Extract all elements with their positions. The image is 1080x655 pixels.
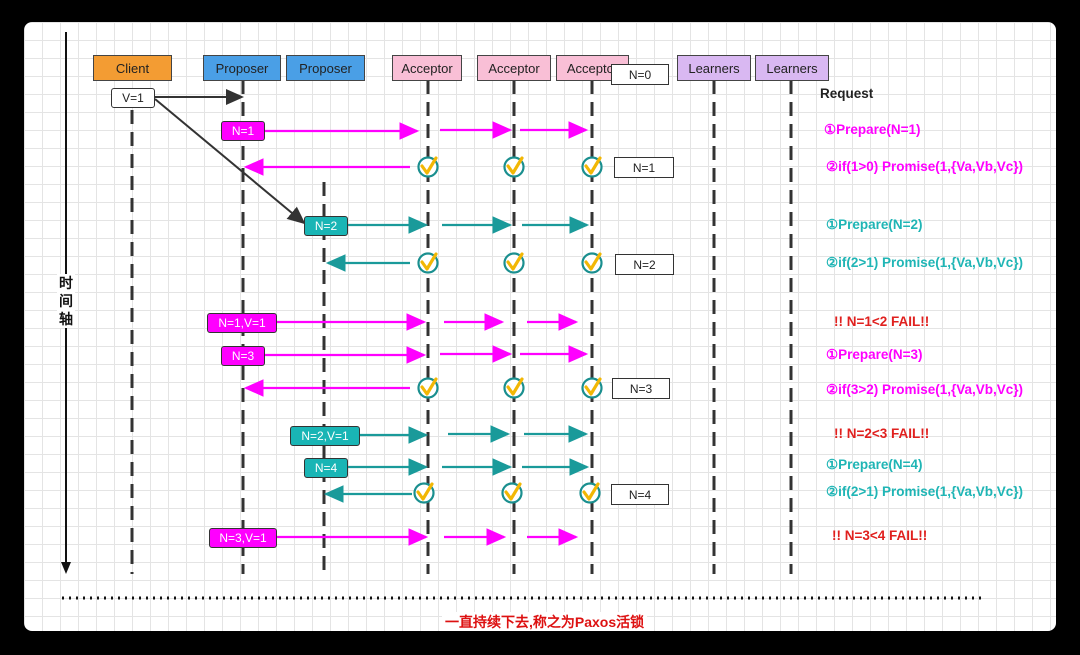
promise-check-icon (503, 252, 525, 274)
annotation-request: Request (820, 86, 874, 101)
time-axis-arrowhead (61, 562, 71, 574)
acceptor-state-n1: N=1 (614, 157, 674, 178)
promise-check-icon (503, 156, 525, 178)
annotation-promise-4: ②if(2>1) Promise(1,{Va,Vb,Vc}) (826, 484, 1024, 499)
client-value-box: V=1 (111, 88, 155, 108)
actor-proposer-1: Proposer (203, 55, 281, 81)
actor-label: Acceptor (488, 60, 540, 76)
promise-check-icon (581, 377, 603, 399)
actor-label: Proposer (215, 60, 269, 76)
actor-label: Client (115, 60, 150, 76)
actor-acceptor-1: Acceptor (392, 55, 462, 81)
annotation-prepare-2: ①Prepare(N=2) (826, 217, 923, 232)
annotation-fail-1: !! N=1<2 FAIL!! (834, 314, 930, 329)
client-arrow-2 (154, 98, 306, 225)
msg-prepare-n2: N=2 (304, 216, 348, 236)
promise-check-icon (413, 482, 435, 504)
promise-check-icon (579, 482, 601, 504)
diagram-lines (61, 32, 984, 600)
actor-learners-2: Learners (755, 55, 829, 81)
acceptor-state-n4: N=4 (611, 484, 669, 505)
actor-proposer-2: Proposer (286, 55, 365, 81)
promise-check-icon (417, 156, 439, 178)
annotation-prepare-1: ①Prepare(N=1) (824, 122, 921, 137)
actor-label: Learners (688, 60, 740, 76)
time-axis-char: 间 (59, 293, 73, 309)
msg-prepare-n4: N=4 (304, 458, 348, 478)
msg-prepare-n3: N=3 (221, 346, 265, 366)
promise-check-icon (417, 252, 439, 274)
livelock-caption: 一直持续下去,称之为Paxos活锁 (442, 612, 648, 631)
actor-label: Acceptor (566, 60, 619, 76)
acceptor-state-n3: N=3 (612, 378, 670, 399)
acceptor-state-n2: N=2 (615, 254, 674, 275)
msg-accept-n2-v1: N=2,V=1 (290, 426, 360, 446)
time-axis-label: 时 间 轴 (57, 274, 75, 328)
msg-accept-n1-v1: N=1,V=1 (207, 313, 277, 333)
promise-check-icon (581, 252, 603, 274)
annotation-prepare-3: ①Prepare(N=3) (826, 347, 923, 362)
actor-label: Proposer (299, 60, 352, 76)
acceptor-state-n0: N=0 (611, 64, 669, 85)
time-axis-char: 轴 (59, 311, 73, 327)
promise-check-icon (501, 482, 523, 504)
actor-acceptor-2: Acceptor (477, 55, 551, 81)
annotation-fail-3: !! N=3<4 FAIL!! (832, 528, 928, 543)
msg-accept-n3-v1: N=3,V=1 (209, 528, 277, 548)
promise-check-icon (581, 156, 603, 178)
promise-check-icon (417, 377, 439, 399)
msg-prepare-n1: N=1 (221, 121, 265, 141)
time-axis-char: 时 (59, 275, 73, 291)
actor-label: Acceptor (401, 60, 453, 76)
annotation-promise-2: ②if(2>1) Promise(1,{Va,Vb,Vc}) (826, 255, 1024, 270)
actor-client: Client (93, 55, 172, 81)
annotation-promise-1: ②if(1>0) Promise(1,{Va,Vb,Vc}) (826, 159, 1024, 174)
promise-check-icon (503, 377, 525, 399)
annotation-fail-2: !! N=2<3 FAIL!! (834, 426, 930, 441)
actor-learners-1: Learners (677, 55, 751, 81)
diagram-canvas: Client Proposer Proposer Acceptor Accept… (24, 22, 1056, 631)
annotation-prepare-4: ①Prepare(N=4) (826, 457, 923, 472)
annotation-promise-3: ②if(3>2) Promise(1,{Va,Vb,Vc}) (826, 382, 1024, 397)
actor-label: Learners (766, 60, 818, 76)
